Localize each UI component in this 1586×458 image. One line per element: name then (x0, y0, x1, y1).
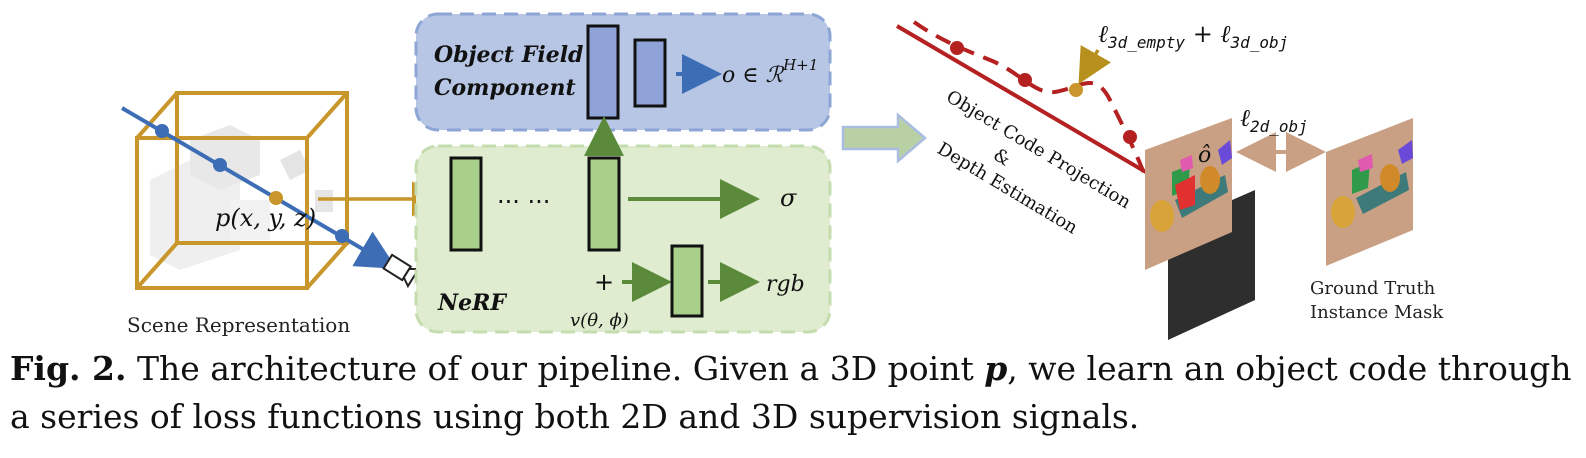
nerf-ellipsis: ··· ··· (497, 188, 550, 216)
scene-representation: p(x, y, z) Scene Representation (120, 91, 421, 337)
view-direction-label: v(θ, ϕ) (570, 310, 629, 331)
loss-pointer-arrow (1078, 45, 1112, 85)
scene-label: Scene Representation (127, 313, 350, 337)
object-field-block-small (633, 38, 667, 108)
loss-sample-point (950, 41, 964, 55)
loss-sample-point (1018, 73, 1032, 87)
predicted-output: ô (1145, 118, 1255, 340)
loss-3d-label: ℓ3d_empty + ℓ3d_obj (1098, 20, 1288, 52)
nerf-component: ··· ··· σ + v(θ, ϕ) rgb NeRF (414, 116, 832, 334)
caption-point-symbol: p (984, 349, 1008, 388)
object-field-block-large (586, 24, 620, 120)
loss-target-point (1069, 83, 1083, 97)
mask-object-orange (1200, 166, 1220, 194)
mask-object-red (1175, 175, 1195, 210)
mask-object-pink (1180, 155, 1193, 172)
object-output-label: o ∈ ℛH+1 (722, 56, 818, 88)
nerf-block-last (587, 156, 621, 252)
pipeline-diagram: p(x, y, z) Scene Representation Object F… (120, 12, 1444, 340)
caption-text-part1: The architecture of our pipeline. Given … (126, 349, 985, 388)
sigma-label: σ (780, 184, 797, 212)
gt-object-purple (1398, 140, 1413, 164)
camera-icon (382, 253, 421, 289)
nerf-rgb-block (670, 244, 704, 318)
gt-label-line1: Ground Truth (1310, 278, 1436, 299)
dashed-loss-curve (912, 20, 1152, 191)
nerf-label: NeRF (437, 290, 507, 316)
plus-sign: + (594, 268, 614, 296)
loss-sample-point (1123, 130, 1137, 144)
gt-label-line2: Instance Mask (1310, 302, 1444, 323)
loss-2d-label: ℓ2d_obj (1240, 104, 1308, 136)
object-output-superscript: H+1 (782, 56, 818, 74)
ray-query-point (269, 191, 283, 205)
caption-fig-label: Fig. 2. (10, 349, 127, 388)
gt-object-yellow (1331, 196, 1355, 228)
object-field-title-line1: Object Field (434, 42, 583, 68)
projection-ray (895, 24, 1182, 194)
object-field-component: Object Field Component o ∈ ℛH+1 (414, 12, 832, 132)
projection-label: Object Code Projection & Depth Estimatio… (933, 86, 1134, 238)
figure-caption: Fig. 2. The architecture of our pipeline… (10, 345, 1580, 441)
ray-sample-point (213, 158, 227, 172)
ray-sample-point (335, 229, 349, 243)
rgb-label: rgb (766, 272, 805, 297)
ground-truth-mask: Ground Truth Instance Mask (1310, 118, 1444, 323)
ray-sample-point (155, 124, 169, 138)
mask-object-purple (1218, 140, 1232, 165)
object-field-title-line2: Component (434, 75, 576, 101)
gt-object-pink (1358, 154, 1373, 172)
room-rendering (150, 125, 333, 270)
gt-object-orange (1380, 164, 1400, 192)
pipeline-flow-arrow (841, 112, 927, 164)
o-hat-label: ô (1198, 143, 1211, 168)
scene-cube (135, 91, 349, 290)
point-label: p(x, y, z) (215, 204, 316, 232)
mask-object-yellow (1150, 200, 1174, 232)
caption-text-part2: , we learn an object code through a seri… (10, 349, 1572, 436)
nerf-block-first (449, 156, 483, 252)
